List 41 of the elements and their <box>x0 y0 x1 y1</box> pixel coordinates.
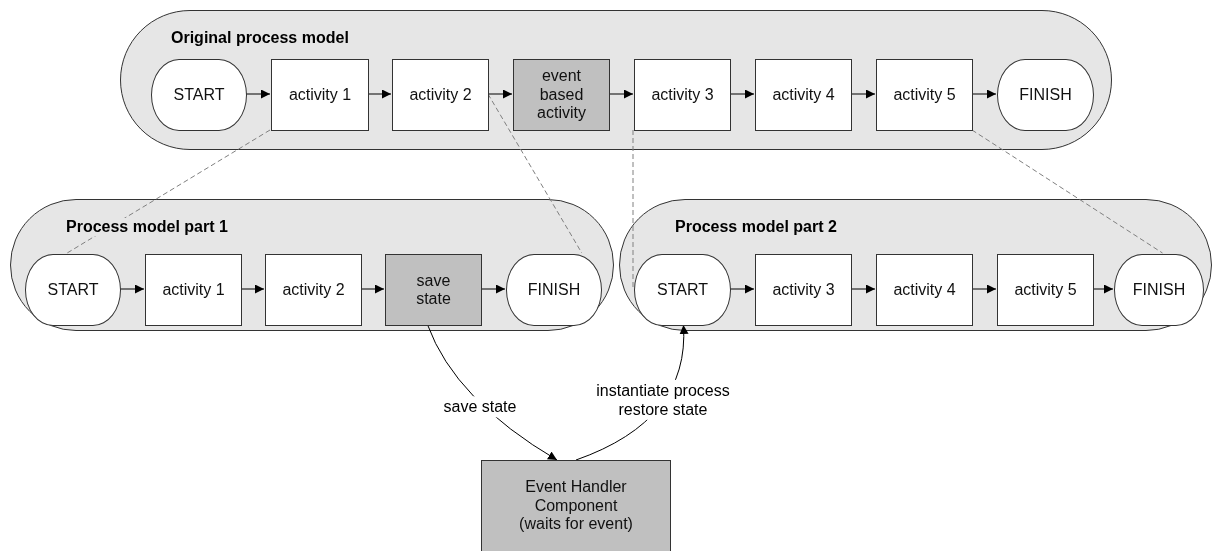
activity-box: activity 2 <box>392 59 489 131</box>
terminal-shape: FINISH <box>997 59 1094 131</box>
terminal-shape: START <box>634 254 731 326</box>
activity-box: activity 3 <box>755 254 852 326</box>
terminal-shape: FINISH <box>506 254 602 326</box>
activity-box: activity 1 <box>271 59 369 131</box>
terminal-shape: START <box>25 254 121 326</box>
activity-box: activity 4 <box>755 59 852 131</box>
highlighted-box: save state <box>385 254 482 326</box>
terminal-shape: START <box>151 59 247 131</box>
arrow <box>487 89 513 99</box>
activity-box: activity 4 <box>876 254 973 326</box>
arrow <box>850 284 876 294</box>
activity-box: activity 3 <box>634 59 731 131</box>
dashed-line <box>66 129 271 254</box>
band-title: Process model part 2 <box>675 218 837 236</box>
dashed-line <box>971 129 1163 254</box>
arrow <box>729 284 755 294</box>
arrow <box>480 284 506 294</box>
highlighted-box: event based activity <box>513 59 610 131</box>
arrow <box>608 89 634 99</box>
dashed-line <box>632 129 634 290</box>
highlighted-box: Event Handler Component (waits for event) <box>481 460 671 551</box>
arrow <box>119 284 145 294</box>
band-title: Original process model <box>171 29 349 47</box>
dashed-line <box>487 93 583 254</box>
arrow <box>360 284 385 294</box>
arrow <box>971 284 997 294</box>
arrow <box>367 89 392 99</box>
activity-box: activity 5 <box>876 59 973 131</box>
arrow <box>729 89 755 99</box>
arrow <box>1092 284 1114 294</box>
activity-box: activity 5 <box>997 254 1094 326</box>
activity-box: activity 2 <box>265 254 362 326</box>
activity-box: activity 1 <box>145 254 242 326</box>
arrow <box>971 89 997 99</box>
terminal-shape: FINISH <box>1114 254 1204 326</box>
arrow <box>245 89 271 99</box>
arrow <box>240 284 265 294</box>
band-title: Process model part 1 <box>66 218 228 236</box>
arrow <box>850 89 876 99</box>
